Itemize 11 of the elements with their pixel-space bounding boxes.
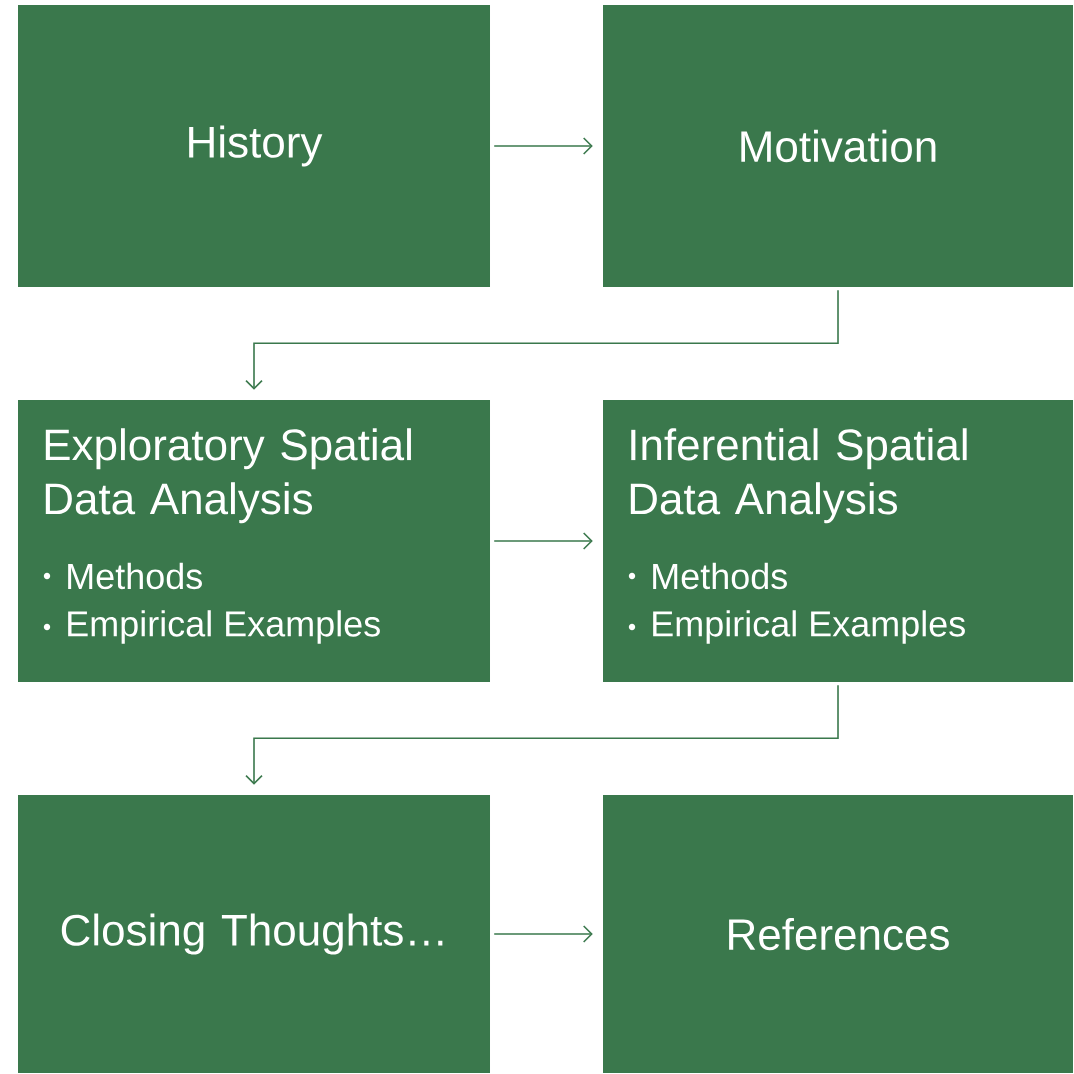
process-box: History bbox=[18, 5, 490, 287]
process-box: References bbox=[603, 795, 1073, 1073]
arrow bbox=[245, 684, 839, 785]
process-box: Closing Thoughts… bbox=[18, 795, 490, 1073]
process-box: Exploratory Spatial Data Analysis Methods Empirical Examples bbox=[18, 400, 490, 682]
arrow bbox=[493, 137, 593, 155]
arrow bbox=[493, 532, 593, 550]
arrow bbox=[245, 289, 839, 390]
process-box: Motivation bbox=[603, 5, 1073, 287]
arrow bbox=[493, 925, 593, 943]
process-box: Inferential Spatial Data Analysis Methods Empirical Examples bbox=[603, 400, 1073, 682]
